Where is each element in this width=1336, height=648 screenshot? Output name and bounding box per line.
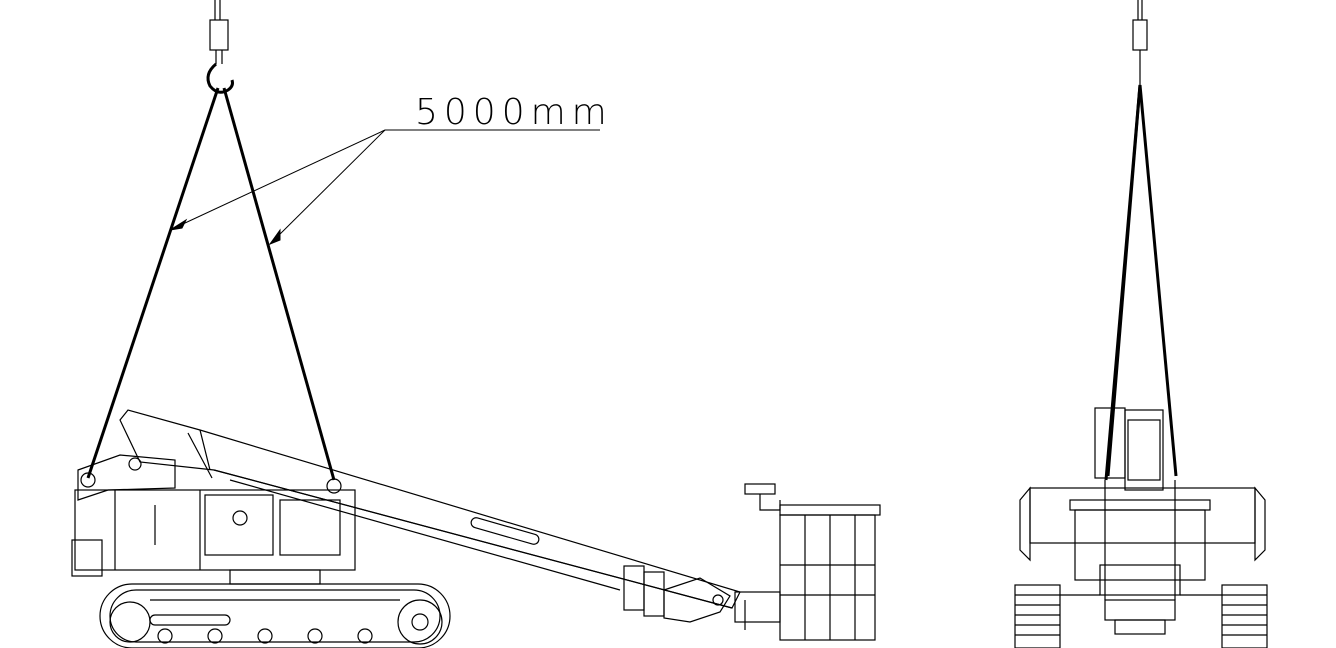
crane-hook-front — [1132, 0, 1148, 85]
front-body — [1019, 480, 1266, 635]
work-platform — [734, 483, 881, 641]
turret — [71, 454, 356, 577]
sling-lines-front — [1104, 84, 1178, 481]
front-track-right — [1180, 584, 1268, 648]
sling-lines-side — [86, 87, 336, 481]
boom — [119, 409, 741, 623]
front-view — [1014, 0, 1268, 648]
sling-length-label: 5000mm — [415, 92, 613, 133]
crawler-track — [99, 569, 451, 648]
crane-hook-side — [206, 0, 234, 94]
front-track-left — [1014, 584, 1100, 648]
dimension-leader — [169, 129, 600, 246]
side-view — [71, 0, 881, 648]
front-boom-column — [1094, 407, 1164, 491]
